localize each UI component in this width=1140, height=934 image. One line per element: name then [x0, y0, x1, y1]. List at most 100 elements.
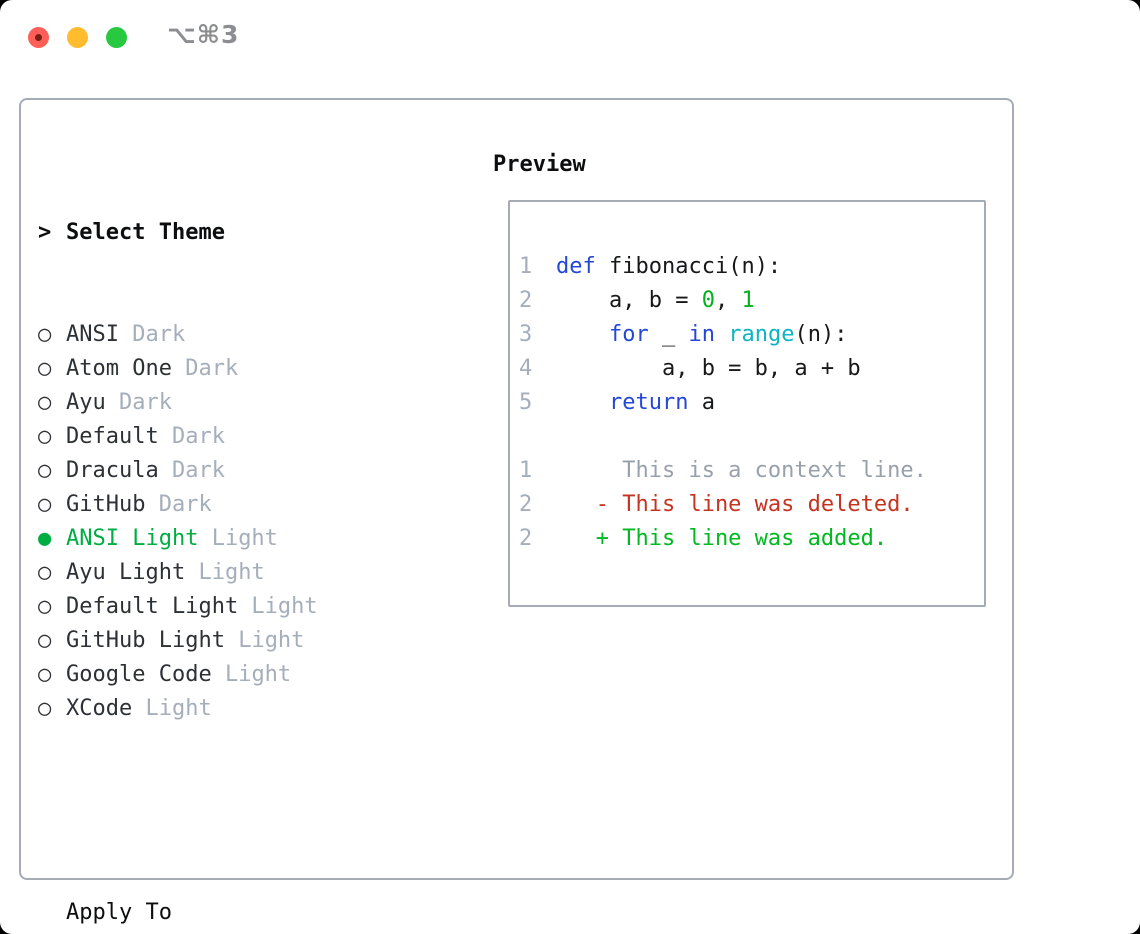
code-segment: 0	[701, 288, 715, 313]
line-number: 1	[519, 458, 533, 483]
code-segment: a, b =	[556, 288, 702, 313]
line-number: 2	[519, 526, 533, 551]
theme-option-google-code[interactable]: ○ Google Code Light	[38, 658, 409, 692]
theme-list: ○ANSI Dark○Atom One Dark○Ayu Dark○Defaul…	[38, 318, 409, 726]
code-segment	[556, 390, 609, 415]
close-dot-icon	[35, 34, 42, 41]
line-number: 5	[519, 390, 533, 415]
theme-option-atom-one[interactable]: ○Atom One Dark	[38, 352, 409, 386]
theme-option-github-light[interactable]: ○ GitHub Light Light	[38, 624, 409, 658]
theme-option-label: Ayu Light	[66, 560, 186, 585]
code-segment: + This line was added.	[556, 526, 888, 551]
code-segment: - This line was deleted.	[556, 492, 914, 517]
code-line: 1 def fibonacci(n):	[519, 250, 984, 284]
theme-option-label: XCode	[66, 696, 133, 721]
theme-variant-label: Light	[211, 662, 292, 687]
code-segment	[715, 322, 728, 347]
spacer	[38, 794, 409, 828]
theme-variant-label: Dark	[145, 492, 212, 517]
code-segment: for	[608, 322, 649, 347]
theme-option-label: Atom One	[66, 356, 172, 381]
theme-option-ansi[interactable]: ○ ANSI Dark	[38, 318, 409, 352]
theme-option-ayu-light[interactable]: ○ Ayu Light Light	[38, 556, 409, 590]
radio-selected-icon: ●	[38, 526, 52, 551]
zoom-button[interactable]	[106, 27, 127, 48]
code-segment: a, b = b, a + b	[556, 356, 861, 381]
code-segment: return	[608, 390, 689, 415]
theme-option-default[interactable]: ○ Default Dark	[38, 420, 409, 454]
titlebar: ⌥⌘3	[0, 0, 1140, 74]
close-button[interactable]	[28, 27, 49, 48]
theme-option-label: Google Code	[66, 662, 212, 687]
code-line: 4 a, b = b, a + b	[519, 352, 984, 386]
theme-option-label: GitHub Light	[66, 628, 225, 653]
code-segment: def	[556, 254, 596, 279]
code-segment	[556, 322, 609, 347]
code-segment: This is a context line.	[556, 458, 927, 483]
theme-option-dracula[interactable]: ○ Dracula Dark	[38, 454, 409, 488]
theme-variant-label: Dark	[171, 356, 239, 381]
theme-option-label: GitHub	[66, 492, 146, 517]
theme-option-default-light[interactable]: ○ Default Light Light	[38, 590, 409, 624]
radio-unselected-icon: ○	[38, 322, 52, 347]
select-theme-header: > Select Theme	[38, 216, 409, 250]
line-number: 2	[519, 492, 533, 517]
theme-option-ayu[interactable]: ○ Ayu Dark	[38, 386, 409, 420]
theme-variant-label: Light	[132, 696, 212, 721]
code-segment: ,	[714, 288, 742, 313]
theme-variant-label: Light	[224, 628, 305, 653]
theme-variant-label: Dark	[158, 458, 225, 483]
theme-option-label: ANSI	[66, 322, 119, 347]
theme-option-ansi-light[interactable]: ● ANSI Light Light	[38, 522, 409, 556]
theme-option-label: Dracula	[66, 458, 159, 483]
radio-unselected-icon: ○	[38, 594, 52, 619]
code-segment: fibonacci(n):	[595, 254, 782, 279]
radio-unselected-icon: ○	[38, 390, 52, 415]
radio-unselected-icon: ○	[38, 696, 52, 721]
theme-variant-label: Dark	[118, 322, 186, 347]
theme-picker-left-column: >Select Theme ○ANSI Dark○Atom One Dark○A…	[38, 148, 409, 934]
radio-unselected-icon: ○	[38, 628, 52, 653]
radio-unselected-icon: ○	[38, 458, 52, 483]
theme-option-label: Ayu	[66, 390, 106, 415]
theme-option-label: Default Light	[66, 594, 239, 619]
code-segment: a	[688, 390, 715, 415]
cursor-icon: >	[38, 220, 52, 245]
theme-variant-label: Light	[238, 594, 318, 619]
code-line: 1 This is a context line.	[519, 454, 984, 488]
code-segment: (n):	[794, 322, 848, 347]
theme-variant-label: Light	[198, 526, 278, 551]
code-segment: _	[648, 322, 689, 347]
theme-picker-panel: >Select Theme ○ANSI Dark○Atom One Dark○A…	[19, 98, 1014, 925]
radio-unselected-icon: ○	[38, 662, 52, 687]
window-shortcut-label: ⌥⌘3	[167, 20, 240, 49]
code-line: 2 a, b = 0, 1	[519, 284, 984, 318]
line-number: 3	[519, 322, 533, 347]
theme-option-xcode[interactable]: ○ XCode Light	[38, 692, 409, 726]
code-segment: 1	[741, 288, 755, 313]
code-segment: in	[688, 322, 715, 347]
theme-option-label: Default	[66, 424, 159, 449]
line-number: 4	[519, 356, 533, 381]
theme-option-github[interactable]: ○ GitHub Dark	[38, 488, 409, 522]
select-theme-title: Select Theme	[66, 220, 225, 245]
theme-option-label: ANSI Light	[66, 526, 199, 551]
minimize-button[interactable]	[67, 27, 88, 48]
radio-unselected-icon: ○	[38, 424, 52, 449]
radio-unselected-icon: ○	[38, 492, 52, 517]
code-line	[519, 420, 984, 454]
code-segment: range	[728, 322, 795, 347]
radio-unselected-icon: ○	[38, 560, 52, 585]
line-number: 2	[519, 288, 533, 313]
theme-variant-label: Light	[185, 560, 265, 585]
line-number: 1	[519, 254, 533, 279]
preview-box: 1 def fibonacci(n): 2 a, b = 0, 1 3 for _ i…	[508, 200, 986, 607]
code-preview: 1 def fibonacci(n): 2 a, b = 0, 1 3 for _ i…	[519, 250, 984, 556]
code-line: 5 return a	[519, 386, 984, 420]
theme-variant-label: Dark	[158, 424, 225, 449]
code-line: 2 - This line was deleted.	[519, 488, 984, 522]
theme-variant-label: Dark	[105, 390, 172, 415]
code-line: 2 + This line was added.	[519, 522, 984, 556]
